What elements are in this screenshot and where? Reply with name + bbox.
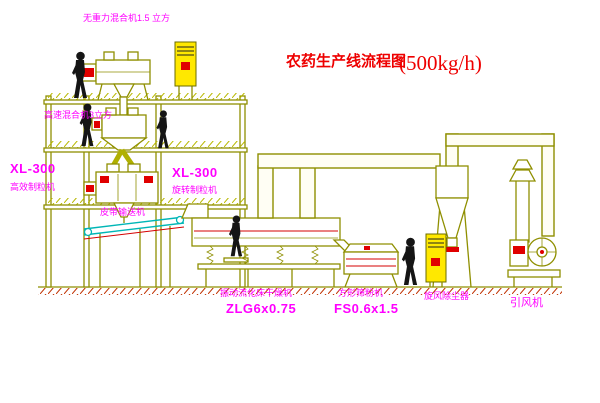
red-button (431, 258, 440, 266)
label-granulator-right-model: XL-300 (172, 165, 218, 180)
belt-conveyor (83, 215, 185, 287)
label-high-speed-mixer: 高速混合机3立方 (44, 109, 112, 120)
equipment-labels: 无重力混合机1.5 立方 高速混合机3立方 XL-300 高效制粒机 XL-30… (10, 12, 543, 316)
title-text: 农药生产线流程图 (285, 52, 406, 70)
label-dryer: 振动流化床干燥机 (220, 287, 292, 298)
label-dryer-model: ZLG6x0.75 (226, 301, 296, 316)
fluid-bed-dryer (181, 203, 358, 287)
rotary-granulator (83, 163, 159, 223)
label-belt-conveyor: 皮带输送机 (100, 206, 145, 217)
label-sieve-model: FS0.6x1.5 (334, 301, 399, 316)
gravity-mixer (81, 51, 151, 116)
control-cabinet-top (174, 41, 197, 100)
exhaust-ductwork (257, 133, 555, 237)
label-gravity-mixer: 无重力混合机1.5 立方 (83, 12, 170, 23)
y-distribution-pipe (110, 148, 136, 168)
label-fan: 引风机 (510, 295, 543, 309)
label-granulator-left-model: XL-300 (10, 161, 56, 176)
worker-figure (401, 237, 418, 285)
red-button (181, 62, 190, 70)
induced-draft-fan (507, 237, 561, 287)
high-speed-mixer (91, 107, 148, 151)
label-sieve: 方形筛粉机 (338, 287, 383, 298)
ground-line (38, 286, 562, 295)
exhaust-stack (508, 159, 537, 243)
label-granulator-right-name: 旋转制粒机 (172, 184, 217, 195)
label-cyclone: 旋风除尘器 (424, 290, 469, 301)
control-cabinet-cyclone (425, 233, 447, 287)
square-sieve (342, 243, 400, 288)
drawing-title: 农药生产线流程图 (500kg/h) (285, 51, 482, 75)
label-granulator-left-name: 高效制粒机 (10, 181, 55, 192)
title-capacity: (500kg/h) (399, 51, 482, 75)
